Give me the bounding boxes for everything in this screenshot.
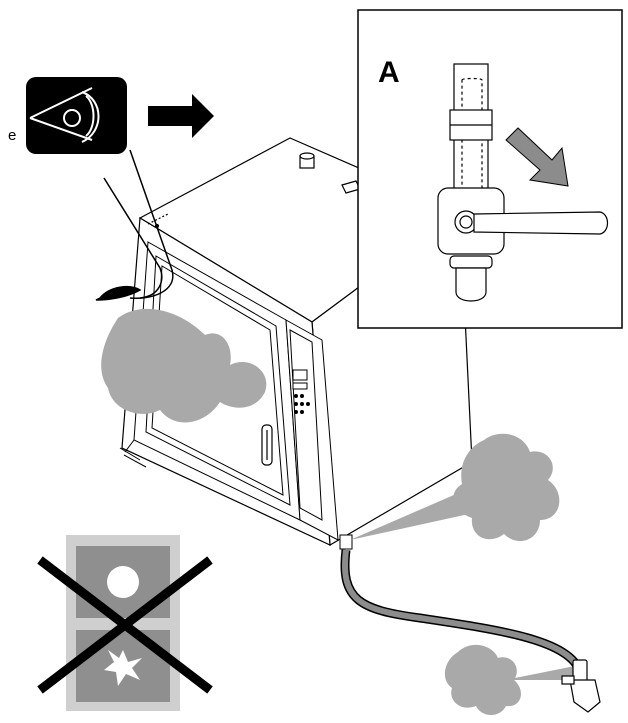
drain-fitting — [339, 534, 353, 550]
spray-nozzle — [561, 659, 601, 713]
steam-cloud-front — [101, 308, 267, 423]
drain-valve — [437, 63, 609, 302]
right-arrow-icon — [148, 94, 214, 138]
door-handle — [261, 424, 273, 466]
inset-panel: A — [357, 9, 623, 329]
eye-warning-icon: e — [8, 77, 127, 154]
no-water-jet-icon — [37, 535, 213, 711]
cut-text: e — [8, 127, 16, 144]
inset-label: A — [378, 56, 400, 89]
steam-cloud-nozzle — [444, 644, 575, 715]
drain-hose — [340, 549, 585, 674]
control-panel — [285, 319, 339, 541]
diagonal-arrow-icon — [505, 127, 569, 187]
leader-line — [95, 149, 174, 301]
steam-cloud-right — [350, 433, 560, 542]
